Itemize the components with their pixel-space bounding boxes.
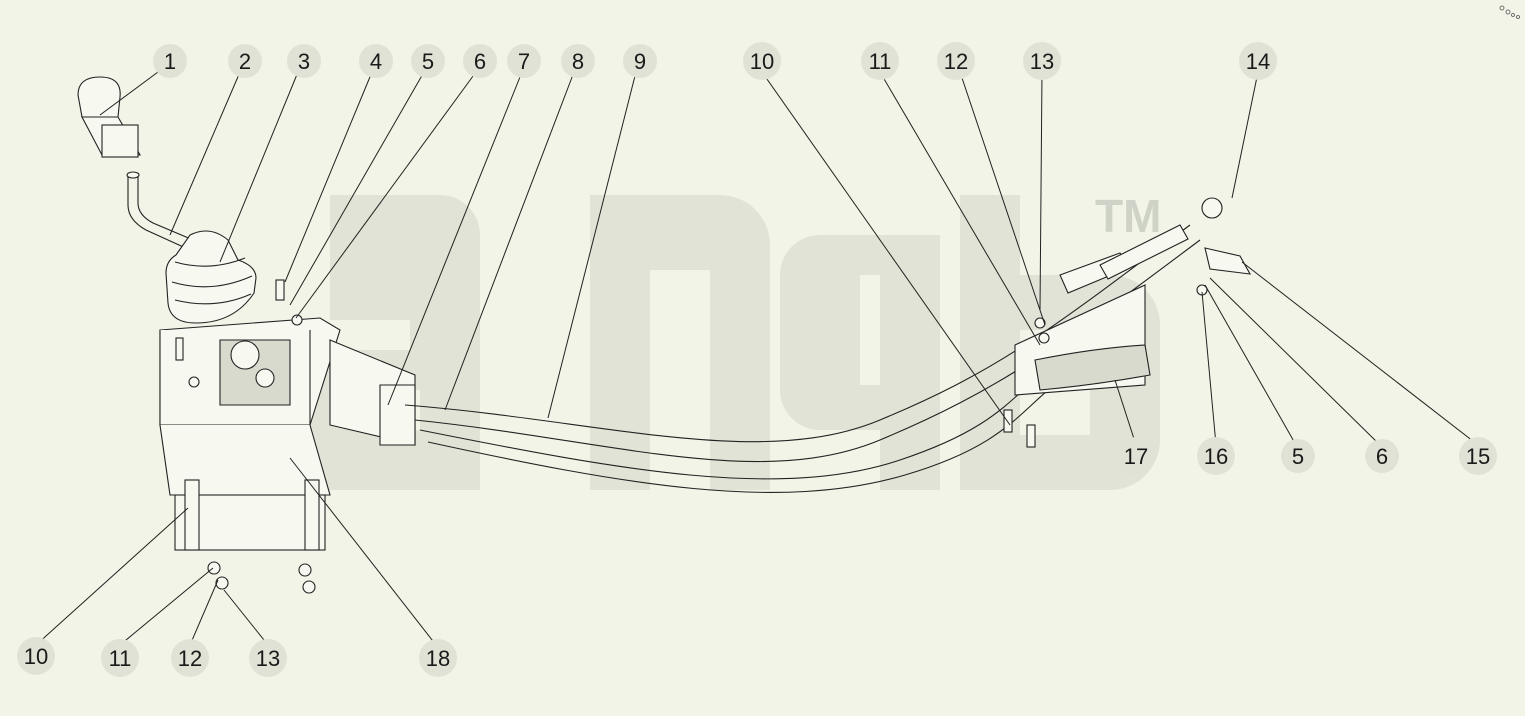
callouts-bottom-right: 17 16 5 6 15 <box>1117 437 1497 475</box>
callout-11-bottom: 11 <box>109 646 132 671</box>
callout-6: 6 <box>474 49 486 74</box>
callout-6-right: 6 <box>1376 444 1388 469</box>
callout-10: 10 <box>750 49 774 74</box>
callout-1: 1 <box>164 49 176 74</box>
rubber-boot-part <box>165 230 257 324</box>
callout-17: 17 <box>1124 444 1148 469</box>
leader-lines <box>35 71 1479 646</box>
fasteners <box>175 279 1050 594</box>
callout-7: 7 <box>518 49 530 74</box>
trademark-text: TM <box>1095 190 1161 242</box>
knob-part <box>77 76 141 158</box>
callout-9: 9 <box>634 49 646 74</box>
callout-5: 5 <box>422 49 434 74</box>
lever-rod-part <box>126 171 206 256</box>
callout-14: 14 <box>1246 49 1270 74</box>
corner-glyph-icon <box>1499 5 1520 19</box>
cable-guide-part <box>329 339 416 446</box>
callout-2: 2 <box>239 49 251 74</box>
callout-11: 11 <box>869 49 892 74</box>
callout-13: 13 <box>1030 49 1054 74</box>
callout-8: 8 <box>572 49 584 74</box>
callout-4: 4 <box>370 49 382 74</box>
main-housing-part <box>159 317 341 551</box>
callout-15: 15 <box>1466 444 1490 469</box>
callout-3: 3 <box>298 49 310 74</box>
callout-12-bottom: 12 <box>178 646 202 671</box>
callout-12: 12 <box>944 49 968 74</box>
callouts-top: 1 2 3 4 5 6 7 8 9 10 11 12 13 14 <box>153 42 1277 80</box>
rod-end-part <box>1099 197 1252 296</box>
callouts-bottom-left: 10 11 12 13 18 <box>17 637 457 677</box>
callout-18: 18 <box>426 646 450 671</box>
callout-5-right: 5 <box>1292 444 1304 469</box>
callout-10-bottom: 10 <box>24 644 48 669</box>
callout-16: 16 <box>1204 444 1228 469</box>
callout-13-bottom: 13 <box>256 646 280 671</box>
